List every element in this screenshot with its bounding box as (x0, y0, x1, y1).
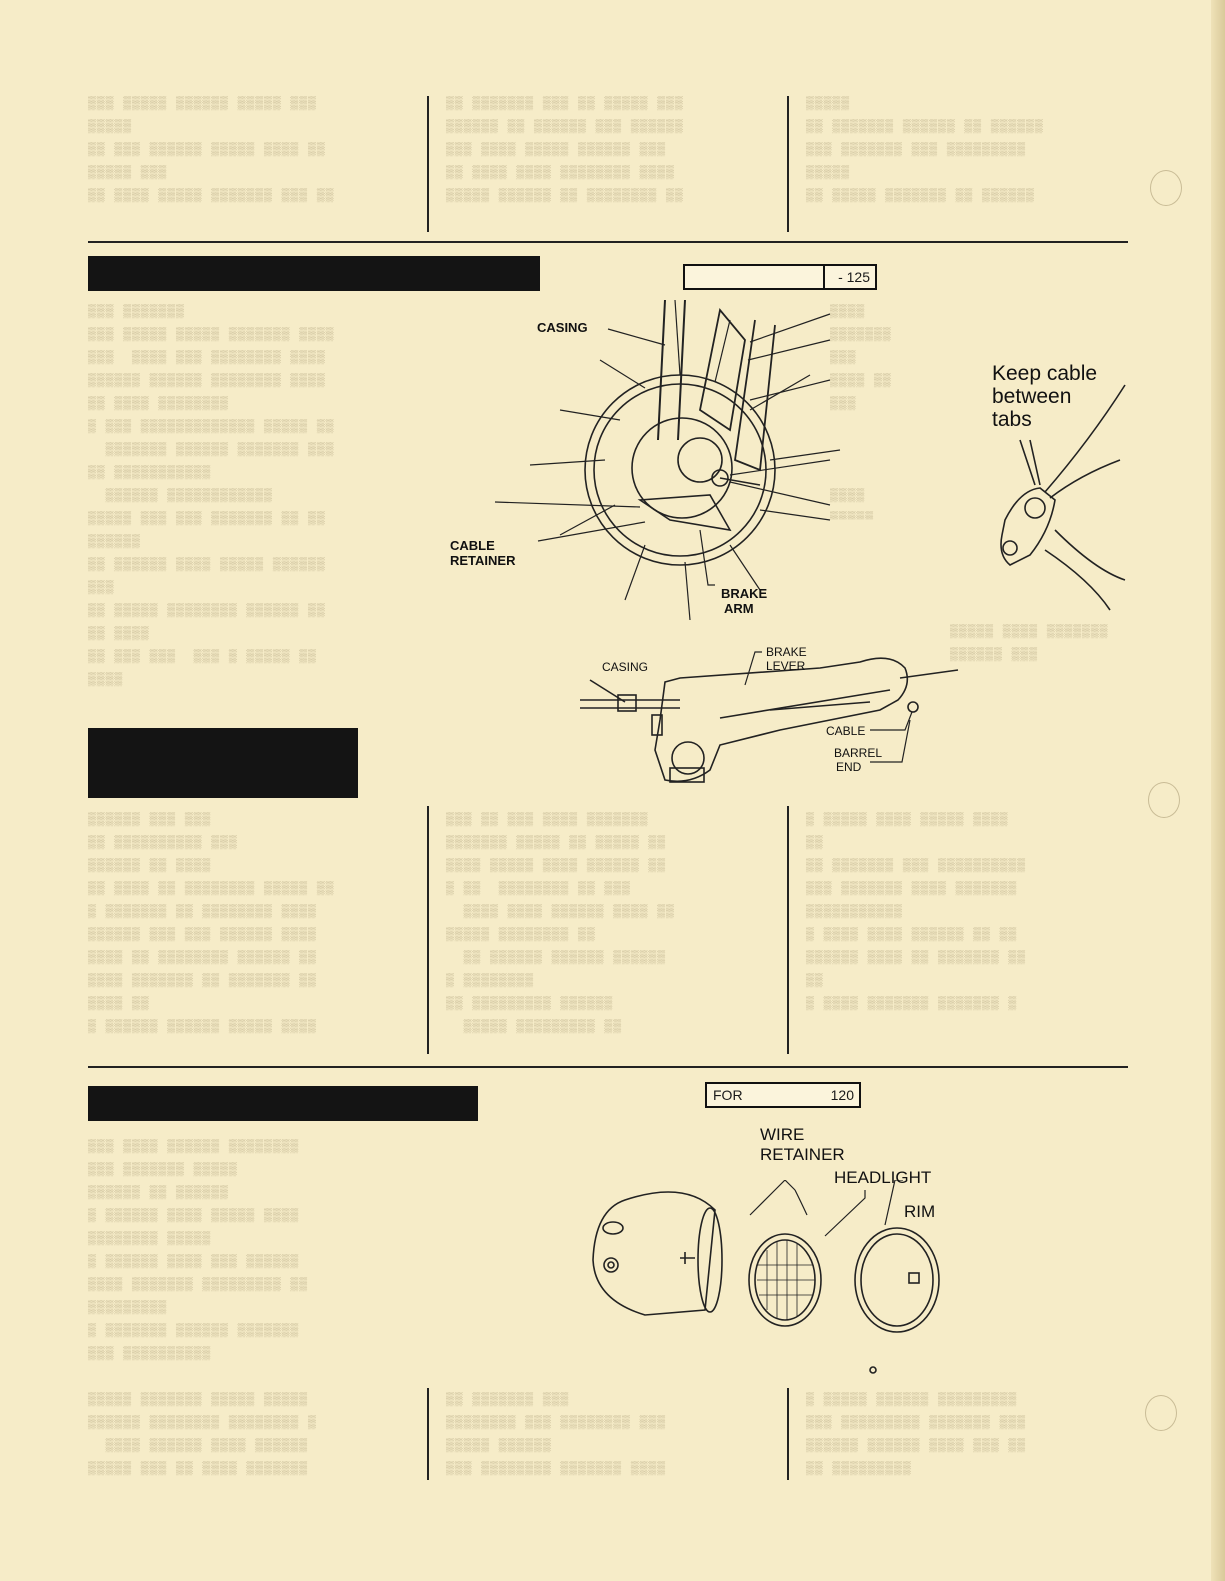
model-tag-number: - 125 (838, 269, 870, 285)
model-tag-number: 120 (830, 1087, 854, 1103)
faded-text-column: ▒▒ ▒▒▒▒▒▒▒ ▒▒▒ ▒▒ ▒▒▒▒▒ ▒▒▒ ▒▒▒▒▒▒ ▒▒ ▒▒… (446, 96, 684, 203)
label-brake-arm-line1: BRAKE (721, 586, 768, 601)
faded-text-column: ▒ ▒▒▒▒▒ ▒▒▒▒ ▒▒▒▒▒ ▒▒▒▒ ▒▒ ▒▒ ▒▒▒▒▒▒▒ ▒▒… (806, 812, 1027, 1011)
cable-tabs-inset (1000, 384, 1126, 611)
label-barrel-end-line2: END (836, 760, 862, 774)
binder-hole-top (1150, 170, 1182, 206)
faded-text-column: ▒▒▒ ▒▒▒▒ ▒▒▒▒▒▒ ▒▒▒▒▒▒▒▒ ▒▒▒ ▒▒▒▒▒▒▒ ▒▒▒… (88, 1139, 309, 1361)
label-cable: CABLE (826, 724, 866, 738)
section-rule (88, 1066, 1128, 1068)
label-casing: CASING (537, 320, 588, 335)
label-wire-retainer-line1: WIRE (760, 1125, 805, 1144)
faded-text-column: ▒ ▒▒▒▒▒ ▒▒▒▒▒▒ ▒▒▒▒▒▒▒▒▒ ▒▒▒ ▒▒▒▒▒▒▒▒▒ ▒… (806, 1392, 1027, 1476)
label-wire-retainer-line2: RETAINER (760, 1145, 845, 1164)
faded-text-column: ▒▒▒ ▒▒▒▒▒ ▒▒▒▒▒▒ ▒▒▒▒▒ ▒▒▒ ▒▒▒▒▒ ▒▒ ▒▒▒ … (88, 96, 335, 203)
column-divider (427, 1388, 429, 1480)
label-keep-cable-line2: between (992, 385, 1072, 408)
label-rim: RIM (904, 1202, 936, 1221)
section-heading-brake (88, 256, 540, 291)
brake-hub-illustration (494, 300, 841, 620)
section-heading-lever (88, 728, 358, 798)
headlight-exploded-illustration (592, 1180, 940, 1374)
label-keep-cable-line1: Keep cable (992, 362, 1098, 385)
column-divider (787, 1388, 789, 1480)
label-cable-retainer-line2: RETAINER (450, 553, 516, 568)
model-tag-for: FOR (713, 1087, 743, 1103)
label-lever-casing: CASING (602, 660, 649, 674)
faded-callout-labels: ▒▒▒▒ ▒▒▒▒▒▒▒ ▒▒▒ ▒▒▒▒ ▒▒ ▒▒▒ ▒▒▒▒ ▒▒▒▒▒ (830, 304, 892, 520)
column-divider (787, 96, 789, 232)
label-keep-cable-line3: tabs (992, 408, 1032, 431)
column-divider (427, 96, 429, 232)
label-brake-lever-line2: LEVER (766, 659, 806, 673)
brake-lever-illustration (580, 651, 959, 783)
faded-text-column: ▒▒▒▒▒ ▒▒ ▒▒▒▒▒▒▒ ▒▒▒▒▒▒ ▒▒ ▒▒▒▒▒▒ ▒▒▒ ▒▒… (806, 96, 1044, 203)
section-heading-headlight (88, 1086, 478, 1121)
label-brake-lever-line1: BRAKE (766, 645, 807, 659)
label-brake-arm-line2: ARM (724, 601, 754, 616)
model-tag-brake: - 125 (683, 264, 877, 290)
faded-text-column: ▒▒▒ ▒▒ ▒▒▒ ▒▒▒▒ ▒▒▒▒▒▒▒ ▒▒▒▒▒▒▒ ▒▒▒▒▒ ▒▒… (446, 812, 675, 1034)
model-tag-headlight: FOR 120 (705, 1082, 861, 1108)
faded-text-column: ▒▒▒▒▒▒ ▒▒▒ ▒▒▒ ▒▒ ▒▒▒▒▒▒▒▒▒▒ ▒▒▒ ▒▒▒▒▒▒ … (88, 812, 335, 1034)
label-cable-retainer-line1: CABLE (450, 538, 495, 553)
label-barrel-end-line1: BARREL (834, 746, 883, 760)
label-headlight: HEADLIGHT (834, 1168, 932, 1187)
faded-text-column: ▒▒▒▒▒ ▒▒▒▒▒▒▒ ▒▒▒▒▒ ▒▒▒▒▒ ▒▒▒▒▒▒ ▒▒▒▒▒▒▒… (88, 1392, 317, 1476)
column-divider (787, 806, 789, 1054)
binder-hole-middle (1148, 782, 1180, 818)
section-rule (88, 241, 1128, 243)
page-edge (1211, 0, 1225, 1581)
faded-note: ▒▒▒▒▒ ▒▒▒▒ ▒▒▒▒▒▒▒ ▒▒▒▒▒▒ ▒▒▒ (950, 624, 1109, 662)
binder-hole-bottom (1145, 1395, 1177, 1431)
faded-text-column: ▒▒ ▒▒▒▒▒▒▒ ▒▒▒ ▒▒▒▒▒▒▒▒ ▒▒▒ ▒▒▒▒▒▒▒▒ ▒▒▒… (446, 1392, 667, 1476)
column-divider (427, 806, 429, 1054)
faded-text-column: ▒▒▒ ▒▒▒▒▒▒▒ ▒▒▒ ▒▒▒▒▒ ▒▒▒▒▒ ▒▒▒▒▒▒▒ ▒▒▒▒… (88, 304, 335, 687)
